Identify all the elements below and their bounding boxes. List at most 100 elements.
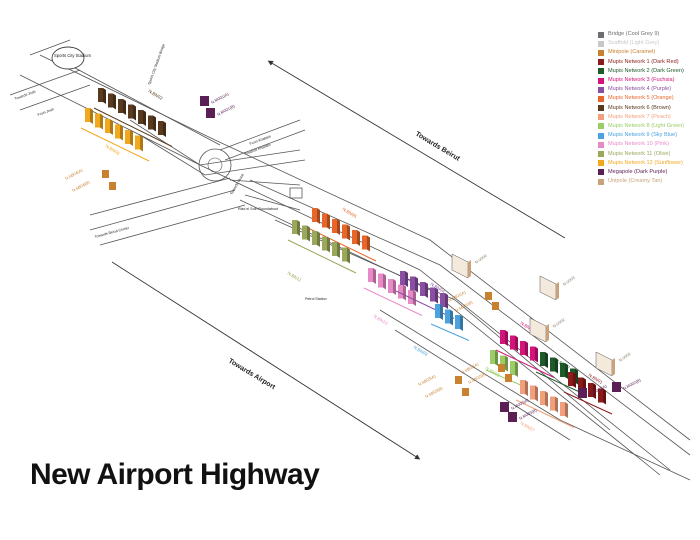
mupi-board [588,383,593,397]
legend-swatch [598,169,604,176]
mupi-board-side [143,110,146,126]
mupi-board [302,225,307,240]
minipole-label: N.SB01(A) [447,289,467,303]
mupi-board [362,235,367,250]
mupi-board-side [133,104,136,121]
label-towards-khaldeh: Towards Khaldeh [244,143,271,156]
legend-item: Unipole (Creamy Tan) [598,177,698,186]
network-label: N.BN07 [519,421,536,434]
mupi-board [292,220,297,234]
mupi-board-side [383,273,386,290]
mupi-board-side [555,357,558,374]
legend-item: Mupis Network 1 (Dark Red) [598,58,698,67]
mupi-board [440,293,445,307]
mupi-board [510,361,515,375]
label-petrol-station: Petrol Station [305,297,327,301]
minipole-board [109,182,116,190]
legend-swatch [598,95,604,102]
unipole-side [468,260,471,278]
minipole-label: N.SB03(A) [417,373,437,387]
legend-swatch [598,77,604,84]
minipole-board [455,376,462,384]
mupi-board-side [317,208,320,224]
mupi-board [530,346,535,361]
mupi-board [550,396,555,411]
mupi-board-side [347,247,350,264]
mupi-board-side [367,235,370,252]
mupi-board-side [525,380,528,396]
mupi-board-side [123,99,126,115]
minipole: N.SB02(B) [467,371,512,385]
south-road-3 [99,204,246,246]
mupi-board [115,124,120,139]
mupi-board-side [535,346,538,363]
legend-item: Mupis Network 4 (Purple) [598,85,698,94]
megapole: N.M001(B) [206,103,236,118]
mupi-board-side [110,119,113,135]
network-line [430,323,470,341]
mupi-board [500,330,505,344]
network-cluster: N.BN01 [563,372,613,415]
network-cluster: N.BN07 [515,380,575,434]
network-label: N.BN05 [341,207,358,220]
mupi-board [158,121,163,135]
network-line [515,399,575,428]
south-road-1 [89,177,231,216]
mupi-board-side [555,396,558,413]
label-stadium-bridge: Sports City Stadium Bridge [147,43,166,85]
mupi-board [520,341,525,355]
minipole: N.SB04(B) [71,179,116,193]
minipole-board [505,374,512,382]
east-road-2 [224,129,306,161]
legend-label: Minipole (Caramel) [608,49,656,56]
network-label: N.BN06 [104,144,121,157]
mupi-board [540,352,545,366]
mupi-board [510,335,515,350]
jnah-road [9,69,81,96]
legend-swatch [598,114,604,121]
mupi-board-side [327,213,330,230]
mupi-board-side [113,93,116,110]
megapole-board [500,402,509,412]
mupi-board-side [403,284,406,301]
mupi-board [312,208,317,222]
minipole-board [485,292,492,300]
khaldeh-road-2 [139,134,306,176]
network-cluster: N.BN02 [535,352,585,395]
mupi-board-side [505,355,508,372]
unipole-side [612,358,615,376]
mupi-board [98,88,103,102]
unipole-side [556,282,559,300]
mupi-board [148,115,153,130]
legend-item: Bridge (Cool Grey 9) [598,30,698,39]
legend-swatch [598,151,604,158]
legend-label: Mupis Network 2 (Dark Green) [608,67,684,74]
west-spur [29,39,71,56]
mupi-board-side [525,341,528,357]
label-roundabout: Riad el Solh Roundabout [238,207,278,211]
legend-swatch [598,49,604,56]
minipole-board [492,302,499,310]
mupi-board-side [435,287,438,304]
mupi-board-side [545,391,548,407]
minipole-label: N.SB04(B) [71,179,91,193]
mupi-board [322,236,327,251]
minipole-board [498,364,505,372]
unipole-board [595,351,613,377]
mupi-board [500,355,505,370]
mupi-board [378,273,383,288]
network-cluster: N.BN09 [412,304,470,357]
legend-swatch [598,59,604,66]
mupi-board [128,104,133,119]
unipole-board [529,317,547,343]
mupi-board-side [440,304,443,320]
mupi-board [138,110,143,124]
mupi-board-side [357,230,360,246]
mupi-board [435,304,440,318]
mupi-board-side [535,385,538,402]
megapole-board [200,96,209,106]
legend-swatch [598,160,604,167]
mupi-board [332,242,337,256]
legend-item: Mupis Network 11 (Olive) [598,149,698,158]
legend: Bridge (Cool Grey 9)Scaffold (Light Grey… [598,30,698,186]
